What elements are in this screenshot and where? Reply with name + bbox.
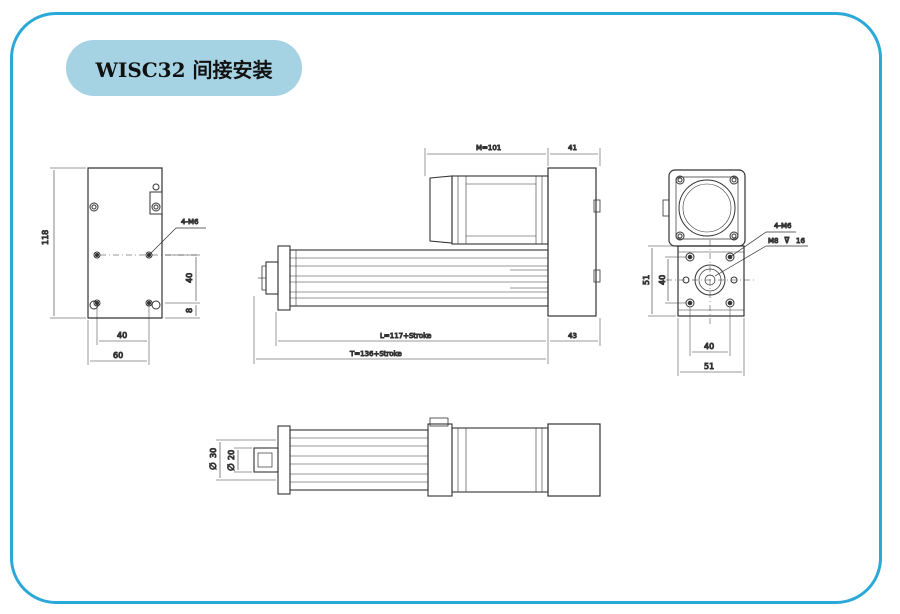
end-width-label: 51 [704, 362, 714, 371]
body-block-label: 43 [568, 332, 577, 340]
end-thread-label: 4-M6 [774, 222, 792, 230]
side-hole-spacing-v-label: 40 [185, 273, 194, 283]
side-view [50, 167, 206, 365]
side-width-label: 60 [113, 351, 123, 360]
motor-block-label: 41 [568, 144, 577, 152]
end-depth-label: 16 [796, 237, 805, 245]
dia-symbol-outer-icon: ∅ [209, 462, 219, 470]
dia-symbol-inner-icon: ∅ [227, 463, 237, 471]
end-hole-spacing-h-label: 40 [704, 342, 714, 351]
depth-symbol-icon: ⊽ [784, 236, 790, 245]
page-title: WISC32 间接安装 [66, 40, 302, 96]
side-hole-spacing-h-label: 40 [117, 331, 127, 340]
front-view [253, 148, 601, 364]
rod-dia-outer-label: 30 [209, 448, 218, 458]
end-hole-spacing-v-label: 40 [658, 275, 667, 285]
end-height-label: 51 [642, 275, 651, 285]
body-length-label: L=117+Stroke [380, 332, 431, 340]
rod-dia-inner-label: 20 [227, 450, 236, 460]
motor-length-label: M=101 [476, 144, 501, 152]
page-frame [10, 12, 882, 604]
total-length-label: T=136+Stroke [349, 350, 402, 358]
end-view [648, 169, 808, 376]
side-height-label: 118 [41, 230, 50, 245]
side-thread-label: 4-M6 [181, 218, 199, 226]
side-offset-label: 8 [185, 308, 194, 313]
top-view [216, 417, 601, 497]
end-center-thread-label: M8 [768, 237, 779, 245]
